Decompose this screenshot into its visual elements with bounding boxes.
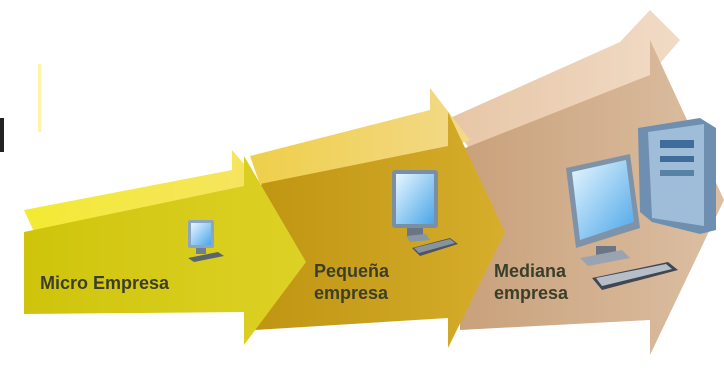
decorative-black-mark <box>0 118 4 152</box>
stage-arrow-micro <box>24 150 306 345</box>
desktop-computer-icon <box>392 170 458 256</box>
decorative-yellow-line <box>38 64 41 132</box>
arrow-top-face <box>450 10 680 150</box>
stage-arrow-pequena <box>250 88 505 348</box>
stage-label-micro: Micro Empresa <box>40 272 169 294</box>
stage-label-line1: Mediana <box>494 261 567 281</box>
stage-label-line2: empresa <box>494 283 569 303</box>
stage-label-mediana: Mediana empresa <box>494 260 568 304</box>
stage-label-text: Micro Empresa <box>40 273 170 293</box>
stage-label-line2: empresa <box>314 283 389 303</box>
workstation-computer-icon <box>566 118 716 290</box>
small-computer-icon <box>188 220 224 262</box>
stage-label-pequena: Pequeña empresa <box>314 260 389 304</box>
arrow-front-face <box>24 156 306 345</box>
arrow-top-face <box>24 150 262 232</box>
arrow-top-face <box>250 88 470 190</box>
arrow-front-face <box>255 112 505 348</box>
stage-label-line1: Pequeña <box>314 261 390 281</box>
